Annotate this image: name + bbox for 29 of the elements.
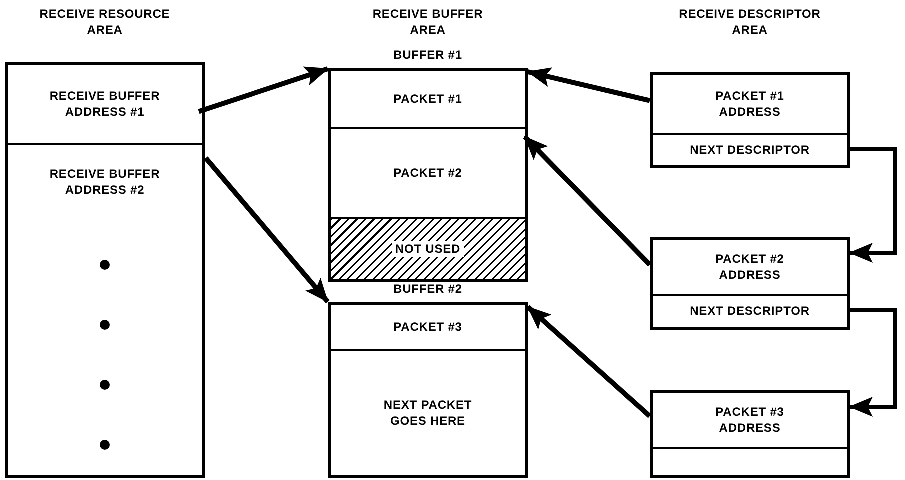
arrow <box>849 308 897 417</box>
table-box <box>650 72 850 168</box>
area-heading: RECEIVE DESCRIPTOR AREA <box>678 6 822 38</box>
area-heading: RECEIVE RESOURCE AREA <box>38 6 172 38</box>
buffer-heading: BUFFER #1 <box>392 47 464 64</box>
cell-label: NEXT DESCRIPTOR <box>690 303 810 320</box>
arrow <box>849 147 897 263</box>
buffer-heading: BUFFER #2 <box>392 281 464 298</box>
cell-label: RECEIVE BUFFER ADDRESS #2 <box>48 166 162 198</box>
arrow <box>204 156 330 304</box>
cell-label: PACKET #2 <box>394 164 462 182</box>
cell-label: PACKET #1 ADDRESS <box>714 88 786 120</box>
arrow <box>523 135 652 267</box>
arrow <box>198 66 329 114</box>
cell-label: PACKET #2 ADDRESS <box>714 250 786 284</box>
cell-label: NEXT PACKET GOES HERE <box>382 396 474 430</box>
table-box <box>650 237 850 330</box>
cell-label: PACKET #3 ADDRESS <box>714 404 786 436</box>
cell-label: NOT USED <box>392 240 464 258</box>
area-heading: RECEIVE BUFFER AREA <box>372 6 484 38</box>
table-box <box>650 390 850 478</box>
table-box <box>5 62 205 478</box>
arrow <box>526 305 652 418</box>
arrow <box>527 68 651 104</box>
memory-cell <box>331 217 525 279</box>
cell-label: PACKET #3 <box>394 318 462 336</box>
cell-label: RECEIVE BUFFER ADDRESS #1 <box>48 88 162 120</box>
cell-label: PACKET #1 <box>394 90 462 108</box>
cell-label: NEXT DESCRIPTOR <box>690 142 810 158</box>
